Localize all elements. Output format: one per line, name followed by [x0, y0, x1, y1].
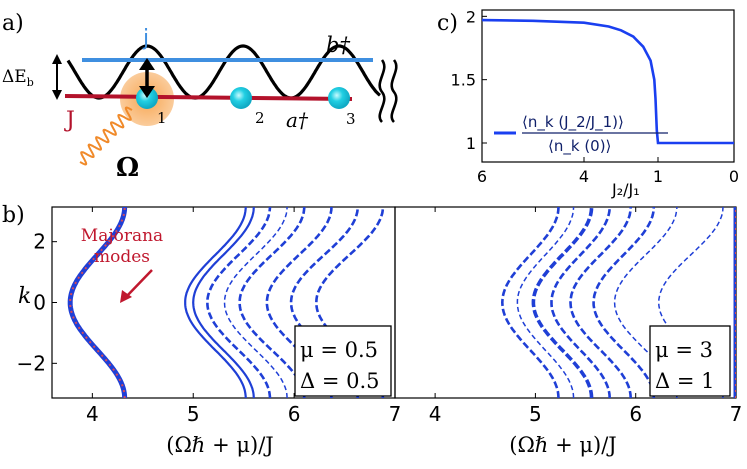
label-J: J [64, 108, 75, 133]
label-omega: Ω [116, 153, 139, 183]
site-label-1: 1 [157, 109, 167, 127]
energy-contour [223, 207, 288, 398]
panel-c-xtick-label: 1 [653, 167, 663, 186]
params-box-right [649, 325, 731, 397]
site-label-2: 2 [255, 109, 265, 127]
energy-contour [592, 207, 656, 398]
panel-b-xtick-label: 5 [529, 402, 542, 426]
panel-b-xtick-label: 5 [187, 402, 200, 426]
panel-c-xtick-label: 6 [477, 167, 487, 186]
energy-contour [516, 207, 575, 398]
panel-label-b: b) [2, 203, 25, 228]
energy-gap-arrow-head-up [52, 54, 62, 64]
panel-b-charts: b) k 4 5 6 7 2 0 −2 4 5 6 7 Majorana modes μ = 0.… [2, 203, 742, 457]
panel-c-frame [481, 9, 735, 163]
energy-contour [550, 207, 611, 398]
tunnel-arrow-head-down [139, 86, 155, 98]
panel-c-ytick-label: 2 [466, 7, 476, 26]
param-delta-right: Δ = 1 [655, 369, 714, 393]
panel-c-xtick-label: 4 [579, 167, 589, 186]
panel-c-xtick-label: 0 [729, 167, 739, 186]
panel-b-xtick-label: 6 [629, 402, 642, 426]
energy-contour [67, 207, 128, 398]
continuation-mark-2 [390, 59, 398, 123]
panel-b-xtick-label: 6 [288, 402, 301, 426]
majorana-label-line1: Majorana [81, 226, 163, 246]
site-label-3: 3 [346, 110, 356, 128]
tunnel-arrow-head-up [139, 58, 155, 70]
panel-b-ytick-label: 2 [33, 230, 46, 254]
ratio-curve [481, 18, 734, 145]
panel-label-a: a) [2, 11, 24, 36]
laser-drive [79, 106, 133, 166]
energy-gap-label: ΔEb [2, 67, 34, 89]
energy-contour [569, 207, 632, 398]
energy-gap-arrow-head-down [52, 90, 62, 100]
panel-a-schematic: a) ΔEb j J b† a† 1 2 3 Ω [2, 11, 398, 183]
param-delta-left: Δ = 0.5 [300, 369, 380, 393]
params-box-left [294, 325, 392, 397]
panel-b-xtick-label: 7 [730, 402, 743, 426]
lower-rail [64, 94, 353, 101]
majorana-arrow [125, 269, 153, 298]
atom-2 [230, 87, 252, 109]
panel-label-c: c) [437, 11, 458, 36]
energy-contour [500, 207, 560, 398]
energy-contour [531, 207, 594, 398]
panel-b-ylabel: k [18, 284, 31, 309]
panel-c-ytick-label: 1.5 [451, 71, 476, 90]
panel-b-xtick-label: 4 [429, 402, 442, 426]
energy-contour [206, 207, 272, 398]
param-mu-left: μ = 0.5 [300, 338, 378, 362]
atom-3 [328, 87, 350, 109]
panel-b-xtick-label: 7 [389, 402, 402, 426]
label-a-dagger: a† [286, 108, 309, 132]
panel-b-xtick-label: 4 [86, 402, 99, 426]
param-mu-right: μ = 3 [655, 338, 713, 362]
legend-denominator: ⟨n_k (0)⟩ [548, 137, 611, 156]
majorana-arrow-head [120, 290, 132, 303]
panel-b-right-xlabel: (Ωℏ + μ)/J [509, 433, 616, 457]
energy-contour [184, 207, 247, 398]
panel-b-ytick-label: −2 [17, 351, 46, 375]
lattice-potential [66, 44, 381, 100]
legend-numerator: ⟨n_k (J_2/J_1)⟩ [522, 113, 624, 132]
energy-contour [238, 207, 306, 398]
label-b-dagger: b† [326, 33, 350, 57]
majorana-label-line2: modes [94, 247, 150, 267]
continuation-mark-1 [378, 59, 386, 123]
label-j: j [142, 26, 149, 51]
panel-c-ytick-label: 1 [466, 134, 476, 153]
panel-b-ytick-label: 0 [33, 291, 46, 315]
panel-b-left-xlabel: (Ωℏ + μ)/J [166, 433, 273, 457]
energy-contour [192, 207, 255, 398]
panel-c-xlabel: J₂/J₁ [611, 180, 640, 199]
